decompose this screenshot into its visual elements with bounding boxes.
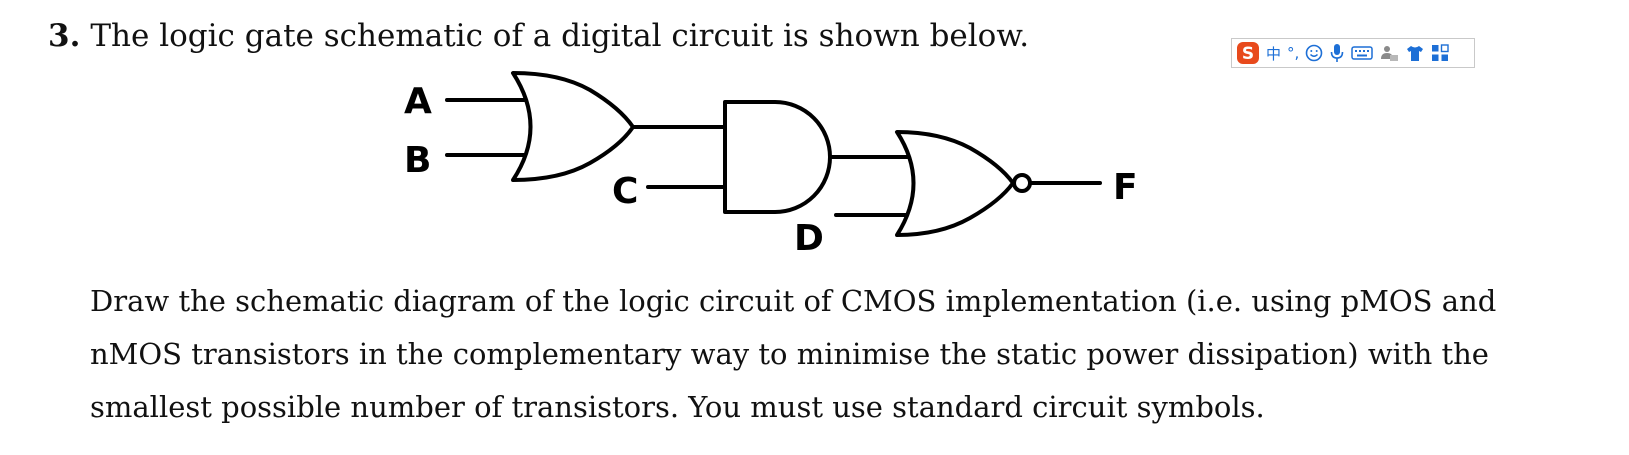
nor-bubble xyxy=(1012,173,1032,193)
skin-icon[interactable] xyxy=(1379,41,1399,65)
smiley-icon[interactable] xyxy=(1305,41,1323,65)
label-f: F xyxy=(1113,167,1138,208)
sogou-logo-icon[interactable]: S xyxy=(1236,41,1260,65)
question-title: The logic gate schematic of a digital ci… xyxy=(90,18,1030,54)
grid-icon[interactable] xyxy=(1431,41,1449,65)
question-header: 3.The logic gate schematic of a digital … xyxy=(48,14,1029,58)
nor-gate xyxy=(895,130,1015,237)
language-toggle[interactable]: 中 xyxy=(1266,44,1282,63)
label-b: B xyxy=(404,140,431,181)
question-body: Draw the schematic diagram of the logic … xyxy=(90,284,1497,424)
label-a: A xyxy=(404,81,432,122)
shirt-icon[interactable] xyxy=(1405,41,1425,65)
and-gate xyxy=(723,100,832,214)
microphone-icon[interactable] xyxy=(1329,41,1345,65)
label-d: D xyxy=(794,218,824,259)
question-number: 3. xyxy=(48,18,81,54)
label-c: C xyxy=(612,171,638,212)
or-gate xyxy=(511,71,635,182)
logic-circuit-diagram: A B C D F xyxy=(404,71,1138,259)
ime-toolbar[interactable]: S 中 °, xyxy=(1231,38,1475,68)
svg-text:S: S xyxy=(1242,44,1254,64)
punctuation-toggle[interactable]: °, xyxy=(1287,44,1300,62)
keyboard-icon[interactable] xyxy=(1351,41,1374,65)
